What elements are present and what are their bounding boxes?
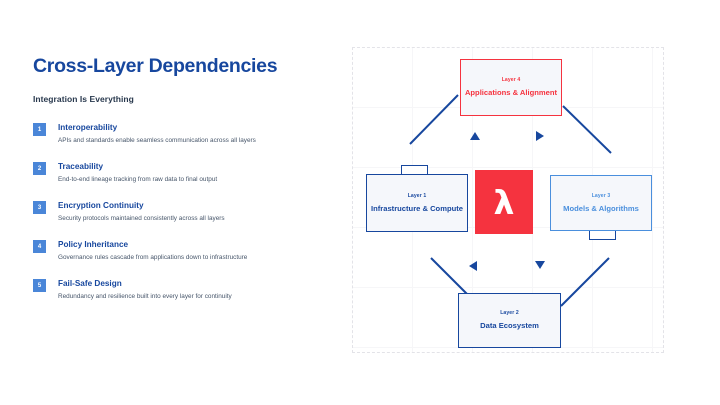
node-layer3-kicker: Layer 3: [591, 192, 611, 199]
node-layer1-kicker: Layer 1: [407, 192, 427, 199]
point-number-badge: 3: [33, 201, 46, 215]
node-layer2-label: Data Ecosystem: [480, 321, 539, 331]
connector-lines: [409, 94, 612, 307]
point-number-badge: 4: [33, 240, 46, 254]
cycle-diagram: Layer 4 Applications & Alignment Layer 1…: [352, 47, 664, 353]
node-layer2[interactable]: Layer 2 Data Ecosystem: [458, 293, 561, 348]
content-column: Cross-Layer Dependencies Integration Is …: [33, 55, 323, 318]
arrow-left-icon: [469, 261, 477, 271]
node-layer3-label: Models & Algorithms: [563, 203, 639, 213]
node-layer3[interactable]: Layer 3 Models & Algorithms: [550, 175, 652, 231]
node-layer1[interactable]: Layer 1 Infrastructure & Compute: [366, 174, 468, 232]
node-layer4[interactable]: Layer 4 Applications & Alignment: [460, 59, 562, 116]
page-subtitle: Integration Is Everything: [33, 94, 134, 105]
node-layer3-tab: [589, 230, 616, 240]
list-item: 2 Traceability End-to-end lineage tracki…: [33, 162, 323, 188]
node-layer4-kicker: Layer 4: [501, 77, 521, 84]
lambda-icon: λ: [493, 182, 515, 222]
point-title: Policy Inheritance: [58, 240, 129, 250]
key-points-list: 1 Interoperability APIs and standards en…: [33, 123, 323, 305]
connector-line-top-right: [562, 105, 612, 154]
point-number-badge: 1: [33, 123, 46, 137]
list-item: 3 Encryption Continuity Security protoco…: [33, 201, 323, 227]
point-description: APIs and standards enable seamless commu…: [58, 137, 256, 145]
list-item: 5 Fail-Safe Design Redundancy and resili…: [33, 279, 323, 305]
node-layer4-label: Applications & Alignment: [464, 88, 558, 98]
node-layer1-tab: [401, 165, 428, 175]
list-item: 4 Policy Inheritance Governance rules ca…: [33, 240, 323, 266]
point-title: Traceability: [58, 162, 104, 172]
center-hub: λ: [475, 170, 533, 234]
arrow-right-icon: [536, 131, 544, 141]
point-title: Interoperability: [58, 123, 118, 133]
point-number-badge: 2: [33, 162, 46, 176]
point-description: Governance rules cascade from applicatio…: [58, 254, 248, 262]
point-description: Security protocols maintained consistent…: [58, 215, 225, 223]
arrow-up-icon: [470, 132, 480, 140]
node-layer1-label: Infrastructure & Compute: [371, 203, 463, 213]
arrow-down-icon: [535, 261, 545, 269]
point-description: Redundancy and resilience built into eve…: [58, 293, 232, 301]
connector-line-bottom-right: [560, 257, 610, 307]
node-layer2-kicker: Layer 2: [500, 310, 519, 317]
connector-line-top-left: [409, 94, 459, 145]
point-number-badge: 5: [33, 279, 46, 293]
point-description: End-to-end lineage tracking from raw dat…: [58, 176, 218, 184]
page-title: Cross-Layer Dependencies: [33, 55, 278, 77]
point-title: Fail-Safe Design: [58, 279, 122, 289]
point-title: Encryption Continuity: [58, 201, 144, 211]
list-item: 1 Interoperability APIs and standards en…: [33, 123, 323, 149]
